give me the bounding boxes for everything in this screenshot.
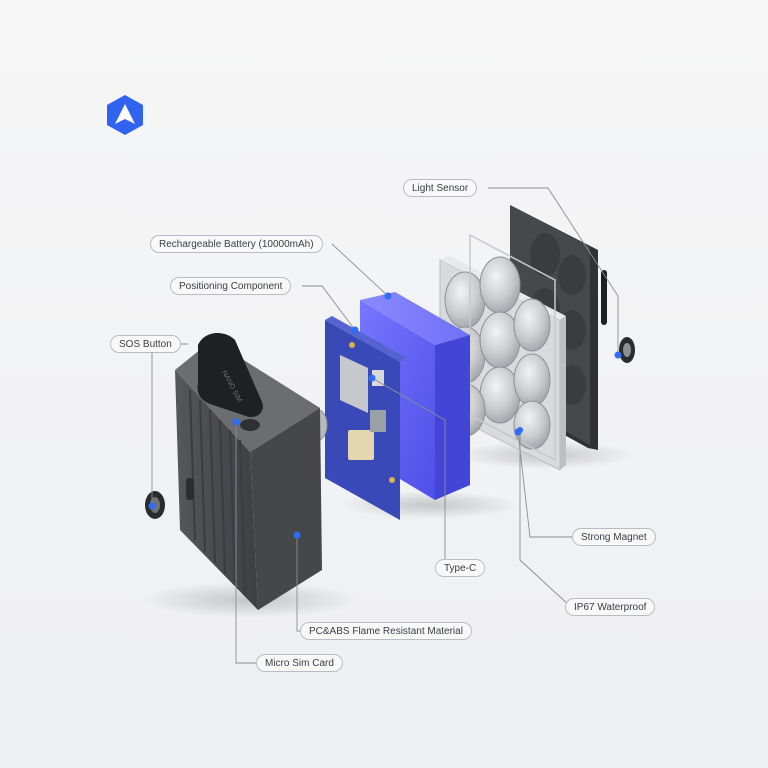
marker-waterproof xyxy=(517,427,523,433)
marker-type-c xyxy=(368,374,376,382)
callout-strong-magnet: Strong Magnet xyxy=(572,528,656,546)
callout-type-c: Type-C xyxy=(435,559,486,577)
magnet-leader xyxy=(517,431,572,538)
marker-sim xyxy=(232,418,240,426)
light-sensor-ring xyxy=(619,337,635,363)
material-leader xyxy=(296,535,300,632)
sim-leader xyxy=(235,422,258,664)
callout-battery: Rechargeable Battery (10000mAh) xyxy=(150,235,323,253)
sim-cover-flap: NANO SIM xyxy=(197,333,263,418)
callout-waterproof: IP67 Waterproof xyxy=(565,598,656,616)
marker-light-sensor xyxy=(614,351,622,359)
callout-positioning: Positioning Component xyxy=(170,277,292,295)
marker-material xyxy=(293,531,301,539)
positioning-leader xyxy=(302,285,356,331)
battery-leader xyxy=(331,243,389,297)
callout-sos-button: SOS Button xyxy=(110,335,181,353)
marker-dots xyxy=(148,292,622,539)
waterproof-leader xyxy=(519,430,572,608)
pcb-board xyxy=(325,316,407,520)
callout-sim-card: Micro Sim Card xyxy=(256,654,343,672)
marker-positioning xyxy=(351,326,359,334)
callout-light-sensor: Light Sensor xyxy=(403,179,478,197)
gps-antenna xyxy=(348,430,374,460)
marker-battery xyxy=(384,292,392,300)
callout-material: PC&ABS Flame Resistant Material xyxy=(300,622,472,640)
brand-logo-icon xyxy=(107,95,143,135)
marker-sos xyxy=(148,502,156,510)
light-sensor-leader xyxy=(488,187,619,355)
type-c-port xyxy=(372,370,384,386)
